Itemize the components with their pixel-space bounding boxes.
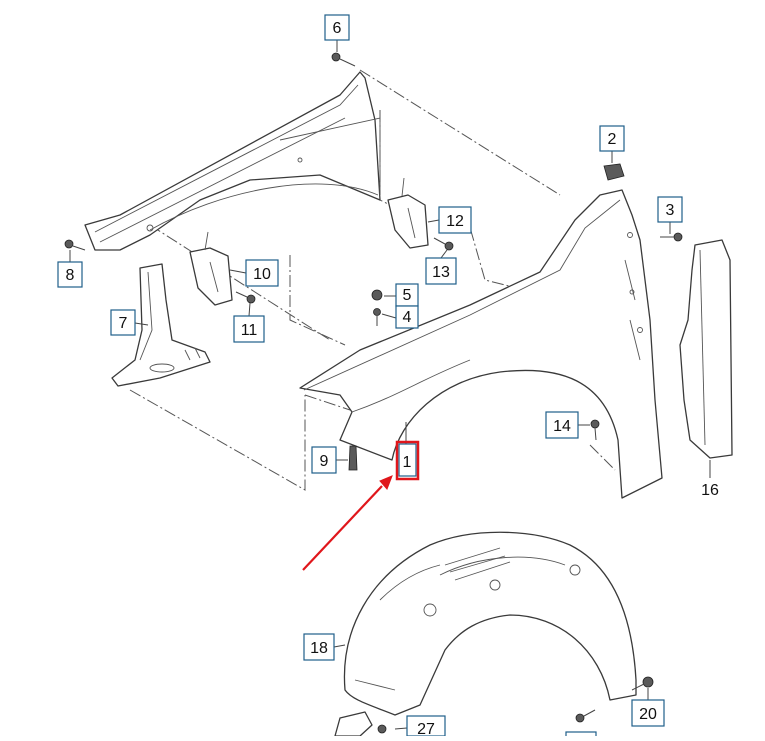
svg-text:12: 12 [446,213,464,230]
fasteners [64,52,683,734]
svg-text:13: 13 [432,264,450,281]
bolt-14 [590,419,600,441]
svg-text:27: 27 [417,721,435,736]
callout-12[interactable]: 12 [438,206,472,234]
nut-2 [603,163,625,181]
svg-text:11: 11 [241,322,258,339]
svg-text:4: 4 [403,309,412,326]
bolt-20 [631,676,654,691]
label-16[interactable]: 16 [701,482,719,499]
callout-1-highlighted[interactable]: 1 [395,440,420,481]
bracket-part-7 [111,263,211,387]
svg-text:2: 2 [608,131,617,148]
svg-text:16: 16 [701,482,719,499]
svg-text:5: 5 [403,287,412,304]
callout-9[interactable]: 9 [311,446,337,474]
bolt-6 [331,52,356,67]
bolt-3 [660,232,683,242]
callout-leaders [69,40,711,730]
callout-7[interactable]: 7 [110,309,136,336]
callout-10[interactable]: 10 [245,259,279,287]
bolt-13 [433,237,454,251]
bolt-4 [373,308,381,326]
clip-5 [371,289,383,301]
svg-text:8: 8 [66,267,75,284]
callout-27[interactable]: 27 [406,715,446,738]
callout-4[interactable]: 4 [395,305,419,329]
callout-11[interactable]: 11 [233,315,265,343]
highlight-arrow [302,475,393,571]
callout-8[interactable]: 8 [57,261,83,288]
stud-9 [348,445,358,471]
svg-text:10: 10 [253,266,271,283]
callout-3[interactable]: 3 [657,196,683,223]
svg-text:9: 9 [320,453,329,470]
bolt-27 [377,724,387,734]
body-apron-panel [84,71,381,251]
svg-text:18: 18 [310,640,328,657]
bracket-part-12 [387,177,429,249]
callout-13[interactable]: 13 [425,257,457,285]
trim-part-16 [679,239,733,459]
callout-18[interactable]: 18 [303,633,335,661]
bolt-8 [64,239,86,251]
callout-2[interactable]: 2 [599,125,625,152]
svg-text:6: 6 [333,20,342,37]
wheel-liner-part-18 [334,531,637,737]
svg-text:1: 1 [403,454,412,471]
callout-14[interactable]: 14 [545,411,579,439]
callout-6[interactable]: 6 [324,14,350,41]
svg-text:3: 3 [666,202,675,219]
svg-text:14: 14 [553,418,571,435]
bolt-lower [575,709,596,723]
svg-text:20: 20 [639,706,657,723]
callout-bottom-partial [565,731,597,739]
callout-5[interactable]: 5 [395,283,419,307]
bolt-11 [235,291,256,304]
callout-20[interactable]: 20 [631,699,665,727]
front-fender-part-1 [299,189,663,499]
svg-text:7: 7 [119,315,128,332]
bracket-part-10 [189,231,233,306]
